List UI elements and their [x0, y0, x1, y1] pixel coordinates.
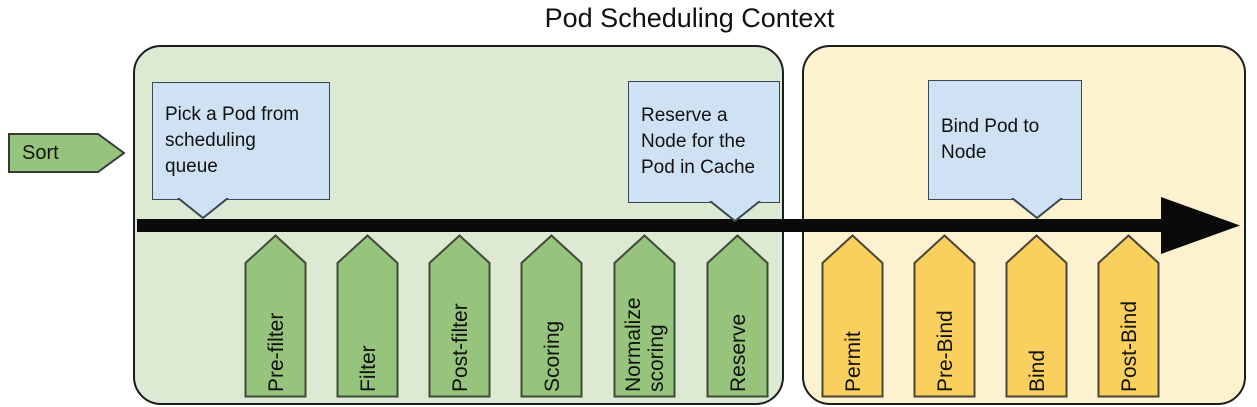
stage-label: Post-Bind [1117, 300, 1140, 392]
callout-tail-icon [1011, 198, 1063, 219]
stage-permit: Permit [821, 234, 884, 398]
up-arrow-icon [336, 234, 399, 398]
sort-label: Sort [22, 141, 59, 164]
stage-label: Scoring [540, 320, 563, 392]
sort-stage: Sort [8, 133, 125, 173]
timeline-arrow-bar [137, 219, 1165, 232]
callout-pick-pod: Pick a Pod from scheduling queue [152, 82, 330, 200]
up-arrow-icon [428, 234, 491, 398]
up-arrow-icon [821, 234, 884, 398]
stage-label: Pre-filter [264, 312, 287, 392]
stage-pre-filter: Pre-filter [244, 234, 307, 398]
stage-label: Post-filter [448, 303, 471, 392]
up-arrow-icon [520, 234, 583, 398]
up-arrow-icon [706, 234, 769, 398]
stage-bind: Bind [1005, 234, 1068, 398]
callout-bind-pod: Bind Pod to Node [928, 80, 1082, 200]
callout-tail-icon [177, 198, 229, 219]
up-arrow-icon [913, 234, 976, 398]
stage-label: Normalize scoring [621, 297, 668, 392]
up-arrow-icon [1005, 234, 1068, 398]
stage-label: Permit [841, 331, 864, 392]
up-arrow-icon [1097, 234, 1160, 398]
stage-filter: Filter [336, 234, 399, 398]
stage-label: Reserve [726, 313, 749, 392]
right-arrow-icon [8, 133, 125, 173]
stage-reserve: Reserve [706, 234, 769, 398]
stage-label: Pre-Bind [933, 310, 956, 392]
stage-scoring: Scoring [520, 234, 583, 398]
stage-normalize-scoring: Normalize scoring [613, 234, 676, 398]
callout-tail-icon [709, 201, 761, 222]
stage-post-bind: Post-Bind [1097, 234, 1160, 398]
stage-label: Filter [356, 345, 379, 392]
stage-post-filter: Post-filter [428, 234, 491, 398]
timeline-arrowhead-icon [1161, 197, 1240, 254]
stage-pre-bind: Pre-Bind [913, 234, 976, 398]
diagram-title: Pod Scheduling Context [544, 3, 835, 33]
up-arrow-icon [244, 234, 307, 398]
stage-label: Bind [1025, 349, 1048, 392]
up-arrow-icon [613, 234, 676, 398]
callout-reserve-node: Reserve a Node for the Pod in Cache [628, 81, 780, 203]
